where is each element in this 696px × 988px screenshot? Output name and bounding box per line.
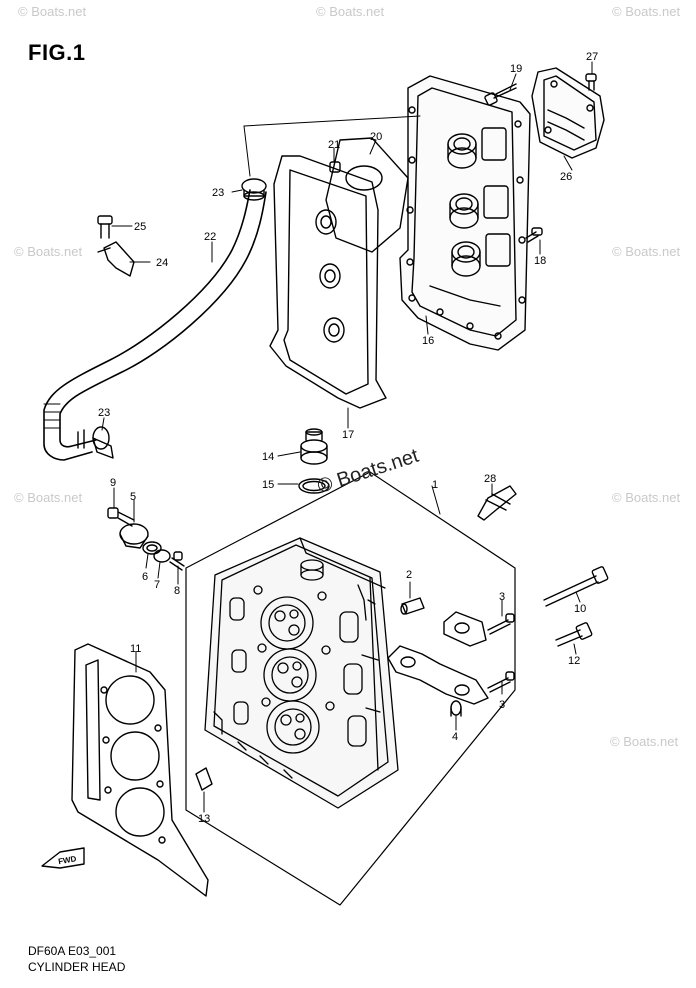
cover-bolt-19 xyxy=(484,83,517,106)
cam-bracket-upper xyxy=(443,611,487,647)
dowel-pin xyxy=(400,597,425,615)
callout-2: 2 xyxy=(406,569,412,581)
callout-14: 14 xyxy=(262,451,274,463)
head-cover xyxy=(399,75,531,351)
breather-bolt-27 xyxy=(585,73,597,91)
breather-hose xyxy=(43,189,267,461)
cover-bolt-18 xyxy=(525,227,543,243)
assembly-outline xyxy=(185,471,516,906)
callout-19: 19 xyxy=(510,63,522,75)
callout-5: 5 xyxy=(130,491,136,503)
callout-21: 21 xyxy=(328,139,340,151)
callout-15: 15 xyxy=(262,479,274,491)
gasket-6 xyxy=(142,541,162,555)
diagram-code: DF60A E03_001 xyxy=(28,944,117,958)
callout-9: 9 xyxy=(110,477,116,489)
head-bolt-short xyxy=(555,622,593,647)
callout-13: 13 xyxy=(198,813,210,825)
head-bolt-long xyxy=(543,566,609,607)
callouts: 1 2 3 3 4 5 6 7 8 9 10 11 12 13 14 15 16… xyxy=(98,51,598,825)
dowel-13 xyxy=(195,767,213,791)
callout-23b: 23 xyxy=(98,407,110,419)
bolt-9 xyxy=(107,507,135,527)
callout-4: 4 xyxy=(452,731,458,743)
callout-23a: 23 xyxy=(212,187,224,199)
screw-8 xyxy=(169,551,185,571)
o-ring-7 xyxy=(153,549,171,563)
diagram-name: CYLINDER HEAD xyxy=(28,960,126,974)
callout-20: 20 xyxy=(370,131,382,143)
bolt-3-upper xyxy=(487,613,515,635)
cam-bracket-lower xyxy=(387,645,489,705)
watermark: © Boats.net xyxy=(14,244,83,259)
callout-3b: 3 xyxy=(499,699,505,711)
callout-3a: 3 xyxy=(499,591,505,603)
callout-8: 8 xyxy=(174,585,180,597)
callout-7: 7 xyxy=(154,579,160,591)
plug-washer-21 xyxy=(329,161,341,173)
drain-plug xyxy=(300,428,328,465)
watermark: © Boats.net xyxy=(610,734,679,749)
watermark: © Boats.net xyxy=(612,490,681,505)
callout-22: 22 xyxy=(204,231,216,243)
callout-1: 1 xyxy=(432,479,438,491)
callout-10: 10 xyxy=(574,603,586,615)
watermark: © Boats.net xyxy=(18,4,87,19)
figure-title: FIG.1 xyxy=(28,40,86,65)
dowel-4 xyxy=(450,700,462,717)
hose-clamp xyxy=(97,241,135,277)
clamp-bolt xyxy=(97,215,113,239)
fwd-label: FWD xyxy=(58,854,78,866)
plug-hole-gasket xyxy=(315,137,409,343)
leader-lines xyxy=(101,61,593,813)
watermark: © Boats.net xyxy=(14,490,83,505)
watermark: © Boats.net xyxy=(612,244,681,259)
callout-18: 18 xyxy=(534,255,546,267)
bolt-3-lower xyxy=(487,671,515,693)
watermark: © Boats.net xyxy=(612,4,681,19)
cylinder-head xyxy=(204,537,399,809)
callout-11: 11 xyxy=(130,643,141,655)
head-gasket xyxy=(71,643,209,897)
hose-clip-lower xyxy=(92,426,114,459)
callout-27: 27 xyxy=(586,51,598,63)
hose-clip-upper xyxy=(241,178,267,201)
callout-16: 16 xyxy=(422,335,434,347)
callout-24: 24 xyxy=(156,257,168,269)
callout-25: 25 xyxy=(134,221,146,233)
spark-plug xyxy=(477,485,517,521)
callout-17: 17 xyxy=(342,429,354,441)
watermark: © Boats.net xyxy=(316,4,385,19)
callout-28: 28 xyxy=(484,473,496,485)
head-cover-gasket xyxy=(269,155,387,409)
fwd-arrow xyxy=(41,847,85,869)
o-ring xyxy=(298,478,330,494)
cap-5 xyxy=(119,523,149,549)
callout-12: 12 xyxy=(568,655,580,667)
callout-6: 6 xyxy=(142,571,148,583)
breather-cover xyxy=(531,67,605,159)
callout-26: 26 xyxy=(560,171,572,183)
